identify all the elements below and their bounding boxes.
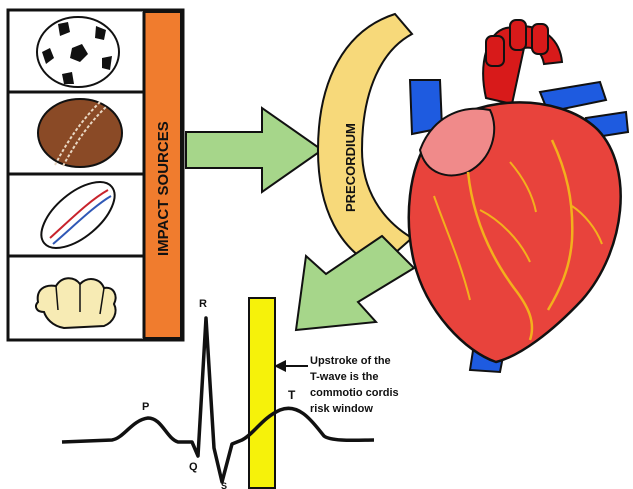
ecg-label-p: P <box>142 401 149 413</box>
impact-arrow <box>186 108 322 192</box>
ecg-label-q: Q <box>189 461 198 473</box>
heart-illustration <box>409 20 628 372</box>
annotation-line-4: risk window <box>310 403 373 415</box>
annotation-text: Upstroke of the T-wave is the commotio c… <box>310 355 399 415</box>
annotation-line-2: T-wave is the <box>310 371 378 383</box>
annotation-line-1: Upstroke of the <box>310 355 391 367</box>
soccer-ball-icon <box>37 17 119 87</box>
impact-sources-panel: IMPACT SOURCES <box>8 10 183 340</box>
annotation-line-3: commotio cordis <box>310 387 399 399</box>
risk-window-bar <box>249 298 275 488</box>
precordium-arc: PRECORDIUM <box>318 14 412 268</box>
ecg-trace <box>62 318 374 482</box>
ecg-label-t: T <box>288 388 296 402</box>
ecg-label-r: R <box>199 298 207 310</box>
cricket-ball-icon <box>38 99 122 167</box>
impact-sources-label: IMPACT SOURCES <box>155 121 172 256</box>
precordium-label: PRECORDIUM <box>343 123 358 212</box>
fist-icon <box>36 278 116 328</box>
ecg-label-s: S <box>221 481 227 489</box>
